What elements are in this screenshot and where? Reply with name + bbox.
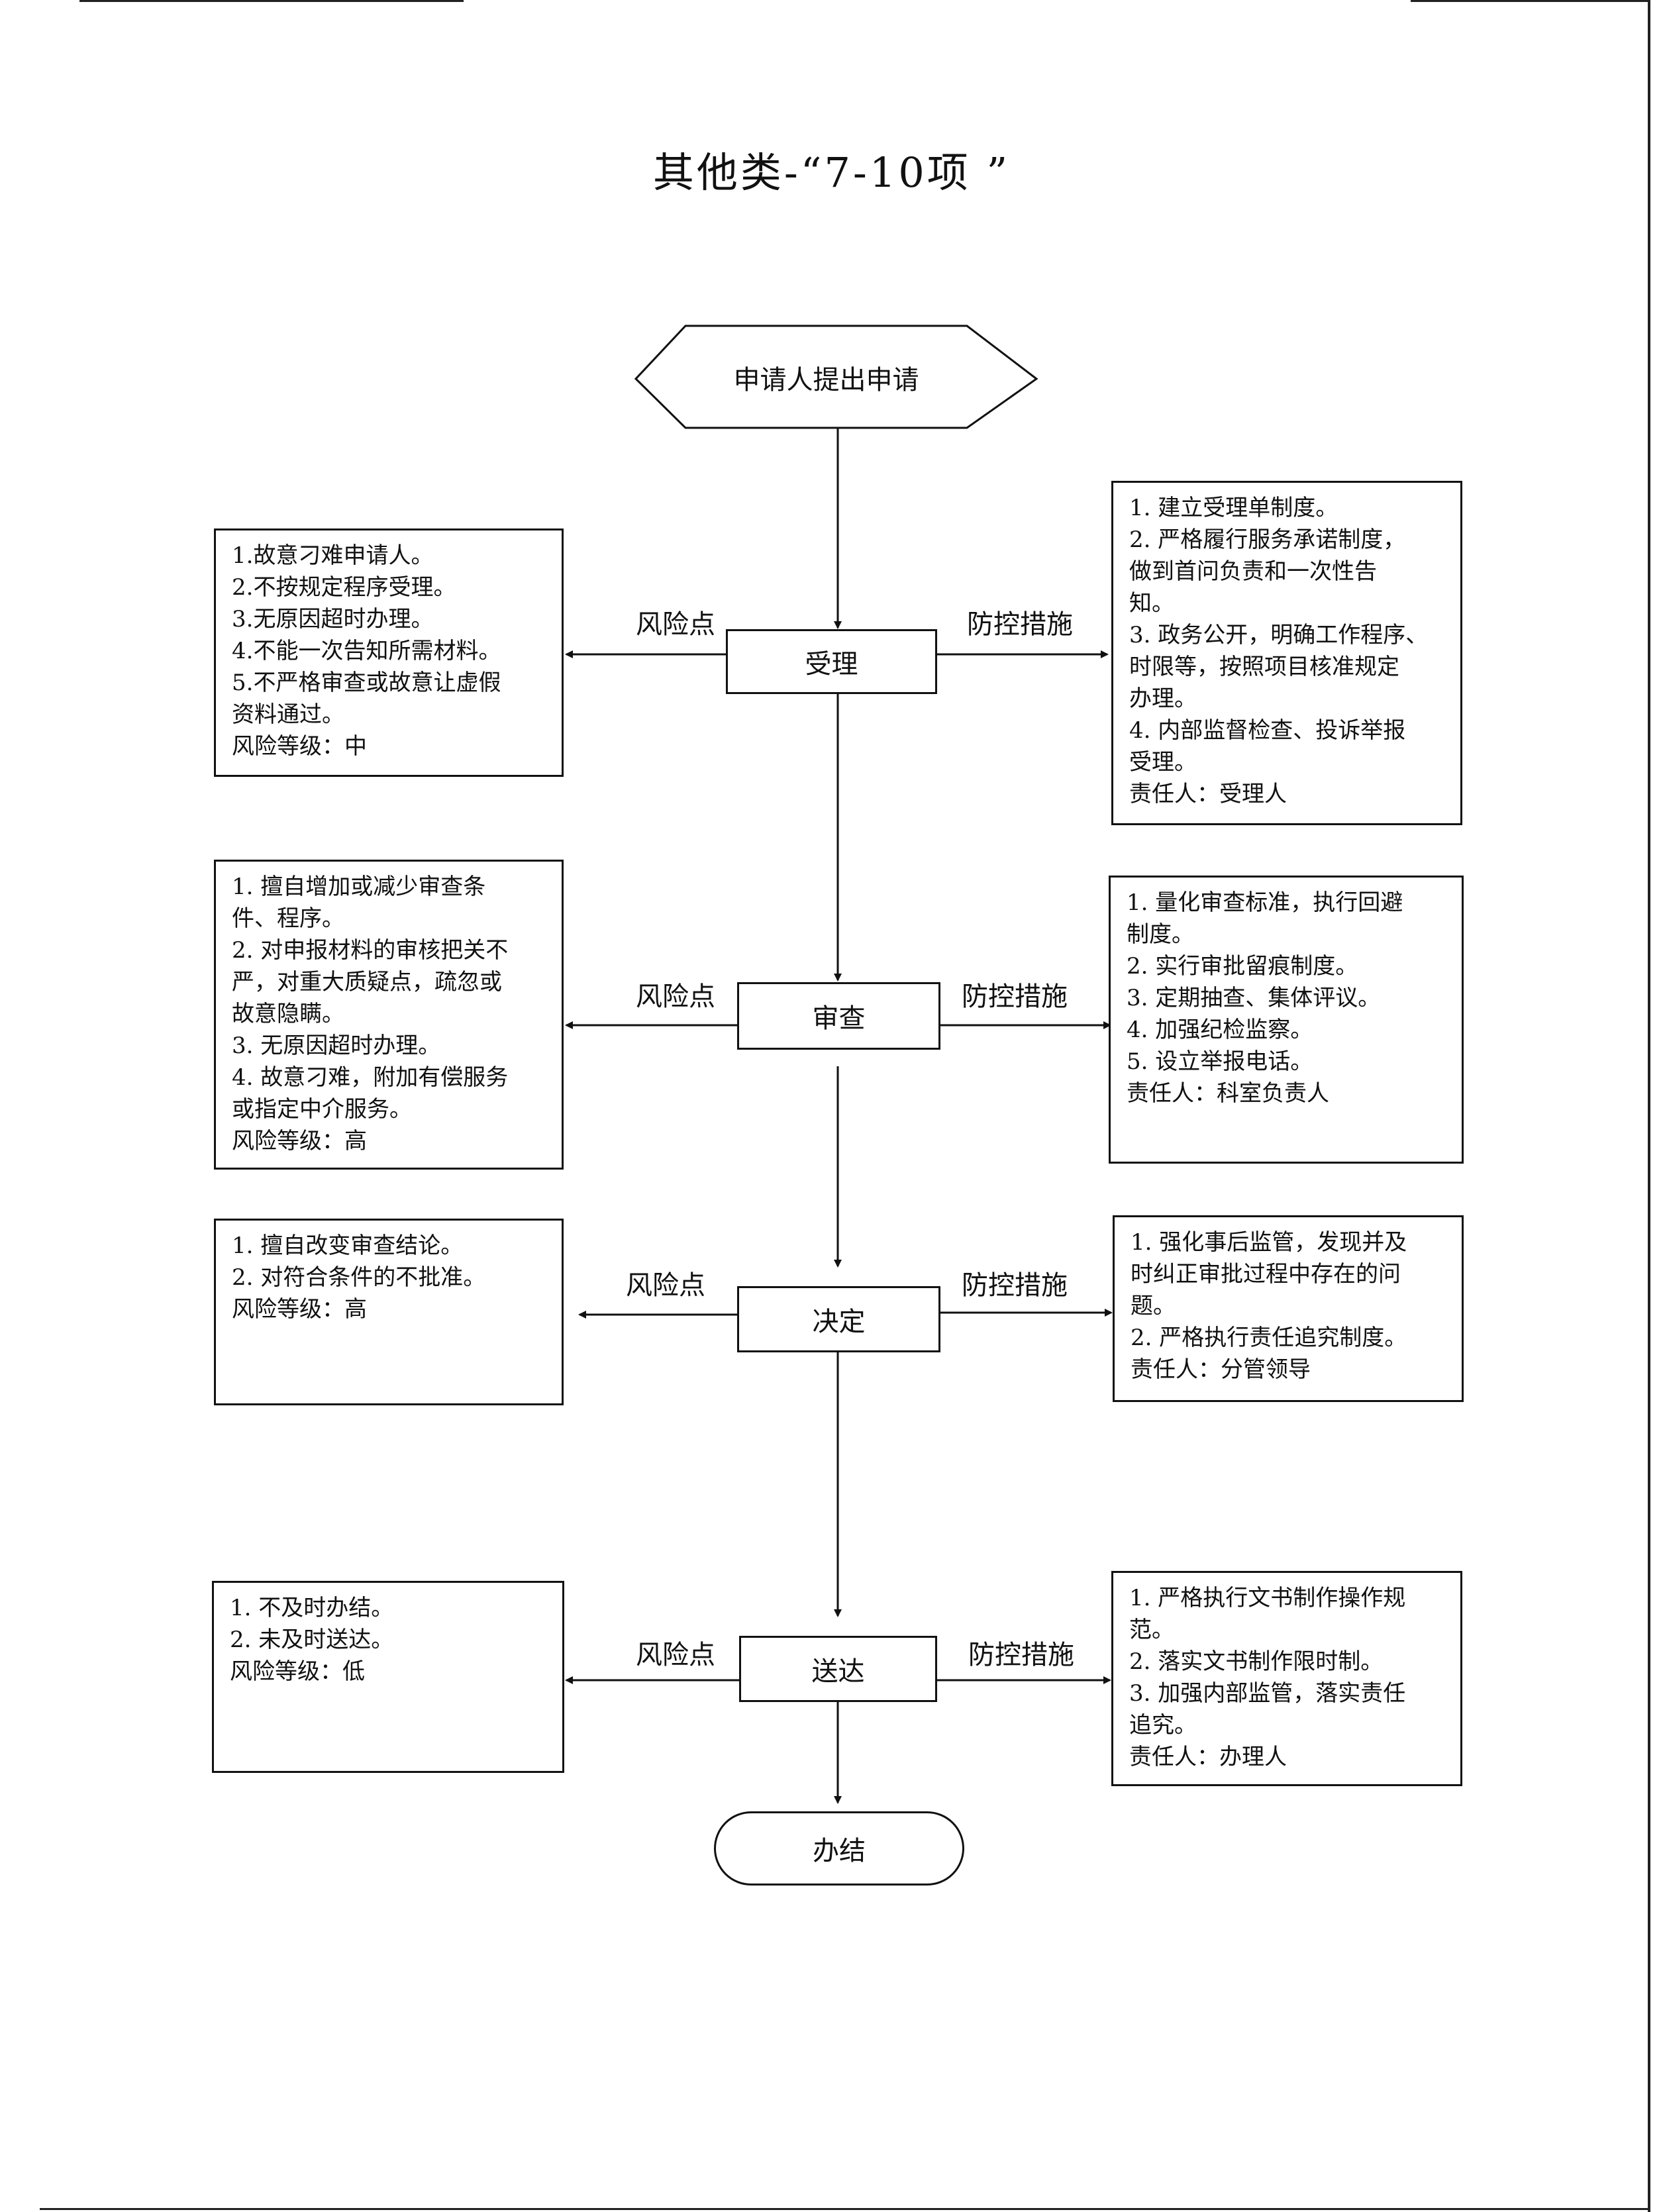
- responsible-person: 责任人：办理人: [1129, 1744, 1287, 1770]
- risk-item: 2. 对符合条件的不批准。: [232, 1264, 486, 1291]
- control-label-decide: 防控措施: [962, 1270, 1068, 1301]
- page-bottom-rule: [40, 2208, 1649, 2210]
- control-item: 制度。: [1127, 921, 1194, 948]
- risk-level: 风险等级：高: [232, 1296, 367, 1323]
- risk-label-review: 风险点: [636, 981, 715, 1012]
- risk-item: 资料通过。: [232, 701, 344, 728]
- risk-box-review: 1. 擅自增加或减少审查条 件、程序。 2. 对申报材料的审核把关不 严，对重大…: [214, 860, 564, 1170]
- risk-item: 1. 擅自增加或减少审查条: [232, 874, 486, 900]
- risk-box-accept: 1.故意刁难申请人。 2.不按规定程序受理。 3.无原因超时办理。 4.不能一次…: [214, 528, 564, 777]
- control-item: 办理。: [1129, 685, 1197, 712]
- control-item: 时限等，按照项目核准规定: [1129, 654, 1399, 680]
- control-box-accept: 1. 建立受理单制度。 2. 严格履行服务承诺制度， 做到首问负责和一次性告 知…: [1111, 481, 1462, 825]
- end-node: 办结: [714, 1811, 964, 1885]
- control-item: 3. 加强内部监管，落实责任: [1129, 1680, 1406, 1707]
- risk-item: 1.故意刁难申请人。: [232, 542, 434, 569]
- start-hexagon-shape: [634, 325, 1038, 429]
- control-box-decide: 1. 强化事后监管，发现并及 时纠正审批过程中存在的问 题。 2. 严格执行责任…: [1113, 1215, 1464, 1402]
- control-item: 2. 落实文书制作限时制。: [1129, 1648, 1384, 1675]
- risk-item: 2.不按规定程序受理。: [232, 574, 456, 601]
- risk-item: 严，对重大质疑点，疏忽或: [232, 969, 502, 995]
- stage-review-box: 审查: [737, 982, 940, 1050]
- start-node: 申请人提出申请: [733, 365, 919, 395]
- stage-decide-box: 决定: [737, 1286, 940, 1352]
- page-title: 其他类-“7-10项 ”: [652, 148, 1011, 197]
- control-item: 1. 量化审查标准，执行回避: [1127, 889, 1403, 916]
- risk-box-deliver: 1. 不及时办结。 2. 未及时送达。 风险等级：低: [212, 1581, 564, 1773]
- control-label-deliver: 防控措施: [968, 1640, 1074, 1670]
- page-top-rule: [79, 0, 464, 2]
- risk-item: 2. 未及时送达。: [230, 1627, 394, 1653]
- page-right-rule: [1648, 0, 1650, 2212]
- risk-box-decide: 1. 擅自改变审查结论。 2. 对符合条件的不批准。 风险等级：高: [214, 1219, 564, 1405]
- risk-level: 风险等级：高: [232, 1128, 367, 1154]
- page-top-rule-right: [1411, 0, 1649, 2]
- control-item: 2. 实行审批留痕制度。: [1127, 953, 1358, 980]
- control-item: 题。: [1131, 1293, 1176, 1319]
- control-item: 4. 加强纪检监察。: [1127, 1017, 1313, 1043]
- risk-item: 5.不严格审查或故意让虚假: [232, 670, 501, 696]
- control-label-accept: 防控措施: [967, 609, 1073, 640]
- risk-level: 风险等级：中: [232, 733, 367, 760]
- control-item: 做到首问负责和一次性告: [1129, 558, 1377, 585]
- responsible-person: 责任人：分管领导: [1131, 1356, 1311, 1383]
- control-item: 5. 设立举报电话。: [1127, 1048, 1313, 1075]
- control-item: 1. 严格执行文书制作操作规: [1129, 1585, 1406, 1611]
- risk-item: 4.不能一次告知所需材料。: [232, 638, 501, 664]
- risk-item: 1. 擅自改变审查结论。: [232, 1232, 464, 1259]
- responsible-person: 责任人：科室负责人: [1127, 1080, 1329, 1107]
- control-box-review: 1. 量化审查标准，执行回避 制度。 2. 实行审批留痕制度。 3. 定期抽查、…: [1109, 876, 1464, 1164]
- risk-level: 风险等级：低: [230, 1658, 365, 1685]
- stage-deliver-box: 送达: [739, 1636, 937, 1702]
- control-item: 知。: [1129, 590, 1174, 617]
- risk-item: 故意隐瞒。: [232, 1001, 344, 1027]
- control-item: 2. 严格履行服务承诺制度，: [1129, 527, 1406, 553]
- risk-item: 1. 不及时办结。: [230, 1595, 394, 1621]
- risk-item: 2. 对申报材料的审核把关不: [232, 937, 509, 964]
- control-item: 1. 建立受理单制度。: [1129, 495, 1338, 521]
- responsible-person: 责任人：受理人: [1129, 781, 1287, 807]
- control-item: 2. 严格执行责任追究制度。: [1131, 1325, 1407, 1351]
- control-item: 追究。: [1129, 1712, 1197, 1738]
- risk-item: 件、程序。: [232, 905, 344, 932]
- control-item: 3. 定期抽查、集体评议。: [1127, 985, 1381, 1011]
- control-item: 1. 强化事后监管，发现并及: [1131, 1229, 1407, 1256]
- control-item: 范。: [1129, 1617, 1174, 1643]
- risk-item: 3. 无原因超时办理。: [232, 1032, 441, 1059]
- risk-label-accept: 风险点: [636, 609, 715, 640]
- control-item: 3. 政务公开，明确工作程序、: [1129, 622, 1429, 648]
- risk-item: 4. 故意刁难，附加有偿服务: [232, 1064, 509, 1091]
- stage-accept-box: 受理: [726, 629, 937, 694]
- risk-item: 3.无原因超时办理。: [232, 606, 434, 632]
- risk-label-deliver: 风险点: [636, 1640, 715, 1670]
- risk-item: 或指定中介服务。: [232, 1096, 412, 1123]
- control-label-review: 防控措施: [962, 981, 1068, 1012]
- control-box-deliver: 1. 严格执行文书制作操作规 范。 2. 落实文书制作限时制。 3. 加强内部监…: [1111, 1571, 1462, 1786]
- risk-label-decide: 风险点: [626, 1270, 705, 1301]
- control-item: 时纠正审批过程中存在的问: [1131, 1261, 1401, 1287]
- control-item: 4. 内部监督检查、投诉举报: [1129, 717, 1406, 744]
- control-item: 受理。: [1129, 749, 1197, 776]
